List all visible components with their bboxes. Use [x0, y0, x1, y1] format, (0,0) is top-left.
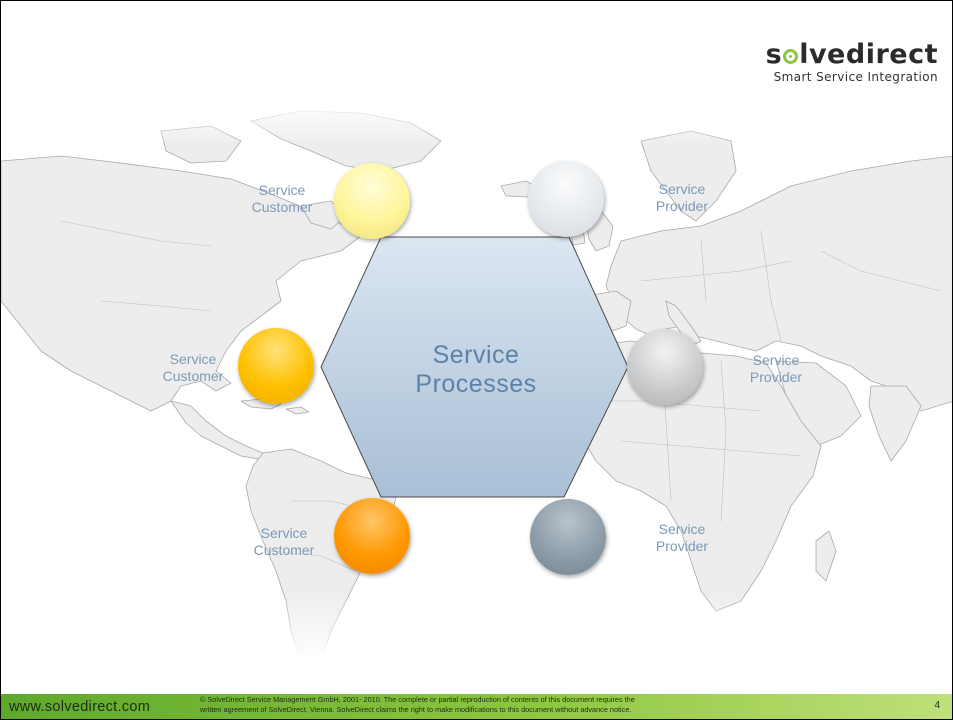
logo-tagline: Smart Service Integration — [773, 70, 938, 84]
label-line2: Provider — [655, 538, 709, 554]
central-hexagon — [320, 236, 629, 498]
footer-copyright-line1: © SolveDirect Service Management GmbH, 2… — [200, 695, 635, 704]
service-provider-node-2 — [627, 329, 703, 405]
service-customer-node-3 — [334, 498, 410, 574]
white-node-circle — [431, 523, 511, 603]
center-title-line2: Processes — [415, 370, 537, 398]
page-number: 4 — [934, 700, 940, 711]
service-provider-node-1 — [528, 161, 604, 237]
label-line1: Service — [169, 351, 217, 367]
center-title: Service Processes — [381, 341, 571, 399]
label-line2: Customer — [253, 542, 315, 558]
label-line2: Customer — [251, 199, 313, 215]
service-customer-label-2: Service Customer — [148, 351, 238, 385]
service-provider-label-2: Service Provider — [731, 352, 821, 386]
label-line1: Service — [258, 182, 306, 198]
center-title-line1: Service — [432, 341, 520, 369]
footer-copyright-line2: written agreement of SolveDirect, Vienna… — [200, 705, 632, 714]
label-line1: Service — [658, 181, 706, 197]
logo-wordmark: s lvedirect — [766, 41, 938, 69]
service-provider-node-3 — [530, 499, 606, 575]
service-customer-label-1: Service Customer — [237, 182, 327, 216]
solvedirect-logo: s lvedirect Smart Service Integration — [766, 41, 938, 85]
label-line2: Provider — [749, 369, 803, 385]
footer-copyright: © SolveDirect Service Management GmbH, 2… — [200, 695, 860, 715]
label-line2: Customer — [162, 368, 224, 384]
service-customer-label-3: Service Customer — [239, 525, 329, 559]
label-line1: Service — [658, 521, 706, 537]
logo-o-icon — [783, 49, 799, 64]
label-line1: Service — [752, 352, 800, 368]
logo-text-start: s — [765, 39, 783, 70]
footer-website-url: www.solvedirect.com — [9, 699, 151, 715]
service-customer-node-1 — [334, 163, 410, 239]
service-customer-node-2 — [238, 328, 314, 404]
service-provider-label-3: Service Provider — [637, 521, 727, 555]
label-line2: Provider — [655, 198, 709, 214]
footer-bar: www.solvedirect.com © SolveDirect Servic… — [1, 694, 952, 719]
service-provider-label-1: Service Provider — [637, 181, 727, 215]
logo-text-end: lvedirect — [799, 39, 938, 70]
label-line1: Service — [260, 525, 308, 541]
